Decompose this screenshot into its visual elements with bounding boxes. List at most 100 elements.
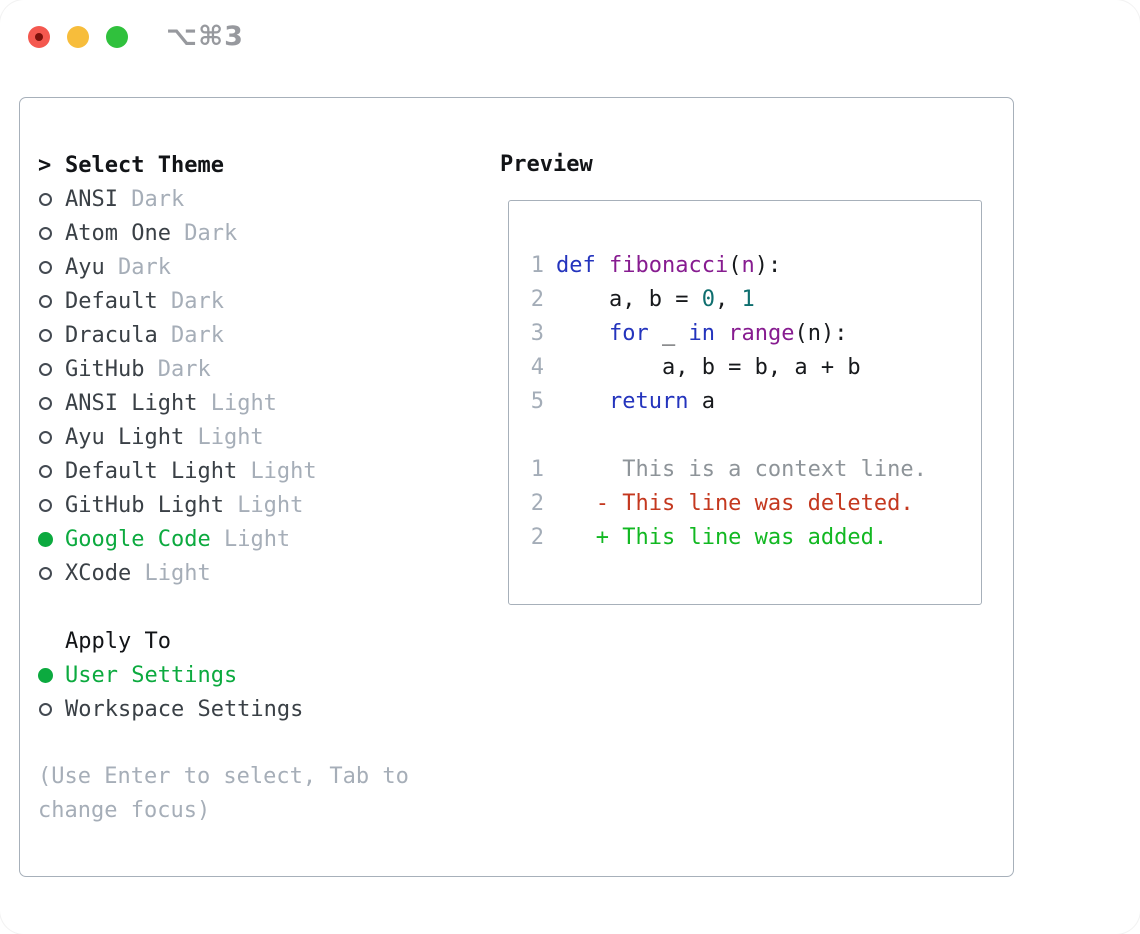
diff-text: - This line was deleted. xyxy=(556,491,914,516)
theme-option-google-code[interactable]: Google Code Light xyxy=(38,522,478,556)
theme-variant: Light xyxy=(197,424,264,450)
window-shortcut-label: ⌥⌘3 xyxy=(166,21,244,52)
apply-to-header: Apply To xyxy=(38,624,478,658)
theme-option-ayu-light[interactable]: Ayu Light Light xyxy=(38,420,478,454)
theme-variant: Dark xyxy=(170,288,224,314)
theme-option-atom-one[interactable]: Atom One Dark xyxy=(38,216,478,250)
code-line: 5 return a xyxy=(530,385,971,419)
token-pl: , xyxy=(714,287,742,312)
theme-variant: Dark xyxy=(184,220,238,246)
theme-name: Ayu xyxy=(65,254,118,280)
diff-line-added: 2 + This line was added. xyxy=(530,521,971,555)
diff-text: This is a context line. xyxy=(556,457,927,482)
theme-name: GitHub xyxy=(65,356,158,382)
line-number: 4 xyxy=(530,355,544,380)
prompt-icon: > xyxy=(38,152,52,178)
theme-name: ANSI xyxy=(65,186,132,212)
token-pl: ( xyxy=(728,253,742,278)
maximize-button-icon[interactable] xyxy=(106,26,128,48)
spacer xyxy=(38,726,478,760)
titlebar: ⌥⌘3 xyxy=(0,0,1140,72)
theme-option-github[interactable]: GitHub Dark xyxy=(38,352,478,386)
theme-variant: Light xyxy=(250,458,317,484)
theme-name: Google Code xyxy=(65,526,224,552)
code-line: 2 a, b = 0, 1 xyxy=(530,283,971,317)
radio-icon xyxy=(38,260,65,274)
radio-icon xyxy=(38,328,65,342)
apply-option-label: Workspace Settings xyxy=(65,696,304,722)
token-kw: in xyxy=(688,321,715,346)
token-pl xyxy=(715,321,728,346)
token-pl: ): xyxy=(754,253,782,278)
token-fn: fibonacci xyxy=(609,253,729,278)
theme-variant: Dark xyxy=(170,322,224,348)
theme-variant: Dark xyxy=(131,186,185,212)
theme-name: Dracula xyxy=(65,322,171,348)
theme-name: Default Light xyxy=(65,458,251,484)
help-text: (Use Enter to select, Tab to change focu… xyxy=(38,764,409,823)
theme-option-dracula[interactable]: Dracula Dark xyxy=(38,318,478,352)
theme-variant: Light xyxy=(237,492,304,518)
line-number: 2 xyxy=(530,287,544,312)
theme-name: GitHub Light xyxy=(65,492,238,518)
line-number: 1 xyxy=(530,457,544,482)
token-kw: def xyxy=(556,253,596,278)
theme-option-ansi[interactable]: ANSI Dark xyxy=(38,182,478,216)
preview-title: Preview xyxy=(500,152,593,177)
theme-variant: Light xyxy=(210,390,277,416)
code-text: return a xyxy=(544,385,715,419)
theme-variant: Light xyxy=(223,526,291,552)
diff-line-context: 1 This is a context line. xyxy=(530,453,971,487)
spacer xyxy=(38,590,478,624)
token-kw: for xyxy=(608,321,649,346)
radio-icon xyxy=(38,498,65,512)
theme-variant: Light xyxy=(144,560,211,586)
theme-name: XCode xyxy=(65,560,145,586)
minimize-button-icon[interactable] xyxy=(67,26,89,48)
token-pl: a xyxy=(688,389,715,414)
radio-icon xyxy=(38,294,65,308)
theme-name: Default xyxy=(65,288,171,314)
apply-option-workspace-settings[interactable]: Workspace Settings xyxy=(38,692,478,726)
theme-option-default-light[interactable]: Default Light Light xyxy=(38,454,478,488)
code-text: a, b = b, a + b xyxy=(544,351,861,385)
line-number: 1 xyxy=(530,253,544,278)
apply-option-user-settings[interactable]: User Settings xyxy=(38,658,478,692)
code-text: for _ in range(n): xyxy=(544,317,847,351)
line-number: 5 xyxy=(530,389,544,414)
radio-selected-icon xyxy=(38,667,65,683)
radio-icon xyxy=(38,396,65,410)
theme-option-xcode[interactable]: XCode Light xyxy=(38,556,478,590)
radio-icon xyxy=(38,362,65,376)
close-button-icon[interactable] xyxy=(28,26,50,48)
theme-name: Ayu Light xyxy=(65,424,198,450)
theme-option-github-light[interactable]: GitHub Light Light xyxy=(38,488,478,522)
token-pl: _ xyxy=(648,321,689,346)
theme-option-ayu[interactable]: Ayu Dark xyxy=(38,250,478,284)
radio-selected-icon xyxy=(38,531,65,547)
theme-option-default[interactable]: Default Dark xyxy=(38,284,478,318)
theme-name: ANSI Light xyxy=(65,390,211,416)
radio-icon xyxy=(38,464,65,478)
theme-variant: Dark xyxy=(157,356,211,382)
diff-text: + This line was added. xyxy=(556,525,888,550)
theme-name: Atom One xyxy=(65,220,185,246)
spacer xyxy=(530,419,971,453)
code-text: def fibonacci(n): xyxy=(544,249,781,283)
theme-variant: Dark xyxy=(117,254,171,280)
token-kw: return xyxy=(608,389,689,414)
token-fn: n xyxy=(741,253,755,278)
line-number: 2 xyxy=(530,525,544,550)
radio-icon xyxy=(38,566,65,580)
token-pl xyxy=(556,321,609,346)
radio-icon xyxy=(38,192,65,206)
token-fn: range xyxy=(728,321,795,346)
token-pl xyxy=(596,253,609,278)
theme-option-ansi-light[interactable]: ANSI Light Light xyxy=(38,386,478,420)
radio-icon xyxy=(38,702,65,716)
